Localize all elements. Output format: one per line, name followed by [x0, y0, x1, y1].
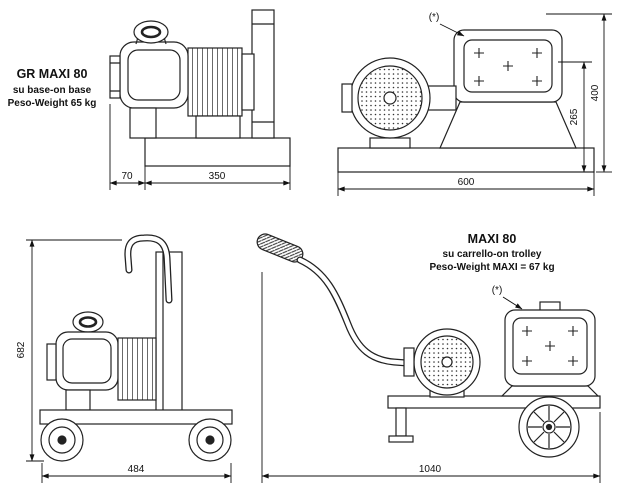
motor-body — [187, 47, 255, 139]
motor-trolley-front — [403, 328, 481, 398]
handle-tube — [296, 256, 424, 368]
trolley-wheel-front — [518, 396, 580, 458]
dim-trolley-height-label: 682 — [16, 341, 27, 358]
dim-trolley-length-label: 1040 — [419, 464, 442, 475]
suction-port — [133, 20, 169, 45]
view-trolley-front-drawing — [256, 233, 601, 458]
view-base-front-drawing — [337, 23, 595, 173]
asterisk-note-trolley: (*) — [492, 285, 503, 296]
trolley-handle — [124, 234, 173, 304]
model-subtitle-base: su base-on base — [13, 85, 92, 96]
pump-base-plate — [144, 137, 291, 167]
asterisk-note-base-front: (*) — [429, 12, 440, 23]
view-trolley-front-dimensions: 1040 — [261, 272, 601, 483]
dim-base-width-label: 600 — [458, 177, 475, 188]
lifting-point-note-trolley — [502, 296, 523, 310]
view-base-front-dimensions: 600 265 400 — [337, 13, 612, 196]
view-trolley-side-drawing — [39, 234, 233, 462]
motor-trolley-side — [117, 337, 157, 401]
view-base-side-caption: GR MAXI 80 su base-on base Peso-Weight 6… — [8, 67, 97, 109]
model-title-base: GR MAXI 80 — [17, 67, 88, 81]
pump-head-trolley — [46, 311, 119, 411]
model-title-trolley: MAXI 80 — [468, 232, 517, 246]
dim-total-height-label: 400 — [590, 84, 601, 101]
model-weight-base: Peso-Weight 65 kg — [8, 98, 97, 109]
pump-head — [109, 41, 189, 139]
view-base-side-drawing — [109, 9, 291, 167]
lifting-point-note — [439, 23, 465, 37]
trolley-wheel-left — [40, 418, 84, 462]
handle-grip — [256, 233, 304, 263]
dim-axis-height-label: 265 — [569, 108, 580, 125]
pump-base-plate-front — [337, 147, 595, 173]
view-trolley-side-dimensions: 682 484 — [16, 239, 232, 483]
view-trolley-front-caption: MAXI 80 su carrello-on trolley Peso-Weig… — [429, 232, 554, 273]
pump-casing-trolley — [500, 301, 600, 397]
model-subtitle-trolley: su carrello-on trolley — [443, 249, 542, 260]
coupling — [427, 85, 457, 111]
model-weight-trolley: Peso-Weight MAXI = 67 kg — [429, 262, 554, 273]
motor-front — [341, 57, 431, 149]
dim-base-length-label: 350 — [209, 171, 226, 182]
dim-trolley-width-label: 484 — [128, 464, 145, 475]
pump-casing-front — [439, 29, 577, 149]
dim-overhang-label: 70 — [121, 171, 133, 182]
trolley-wheel-right — [188, 418, 232, 462]
pump-rear-plate — [251, 9, 275, 139]
view-base-side-dimensions: 70 350 — [109, 104, 291, 190]
